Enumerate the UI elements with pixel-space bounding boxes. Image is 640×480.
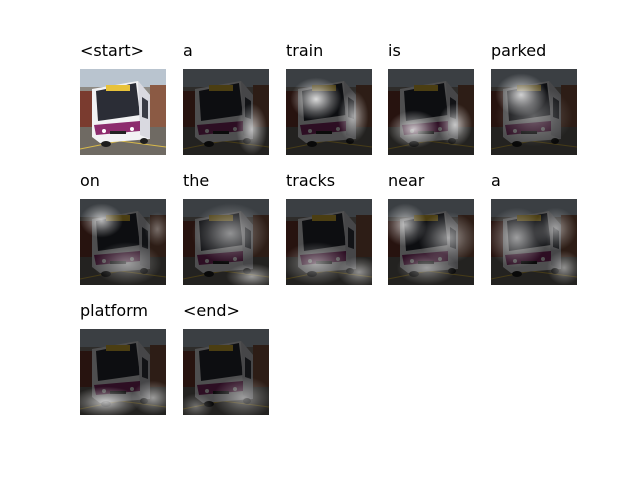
caption-word: a	[183, 41, 193, 60]
caption-word: parked	[491, 41, 547, 60]
attention-map	[286, 69, 372, 155]
attention-map	[183, 199, 269, 285]
caption-word: on	[80, 171, 100, 190]
caption-word: a	[491, 171, 501, 190]
attention-map	[286, 199, 372, 285]
attention-map	[80, 329, 166, 415]
attention-map	[388, 199, 474, 285]
caption-word: the	[183, 171, 210, 190]
caption-word: is	[388, 41, 401, 60]
attention-map	[388, 69, 474, 155]
caption-word: near	[388, 171, 425, 190]
attention-map	[183, 329, 269, 415]
attention-map	[80, 199, 166, 285]
caption-word: <start>	[80, 41, 145, 60]
caption-word: tracks	[286, 171, 336, 190]
attention-map	[491, 69, 577, 155]
caption-word: platform	[80, 301, 148, 320]
original-image	[80, 69, 166, 155]
caption-word: <end>	[183, 301, 240, 320]
caption-word: train	[286, 41, 324, 60]
attention-map	[183, 69, 269, 155]
attention-map	[491, 199, 577, 285]
